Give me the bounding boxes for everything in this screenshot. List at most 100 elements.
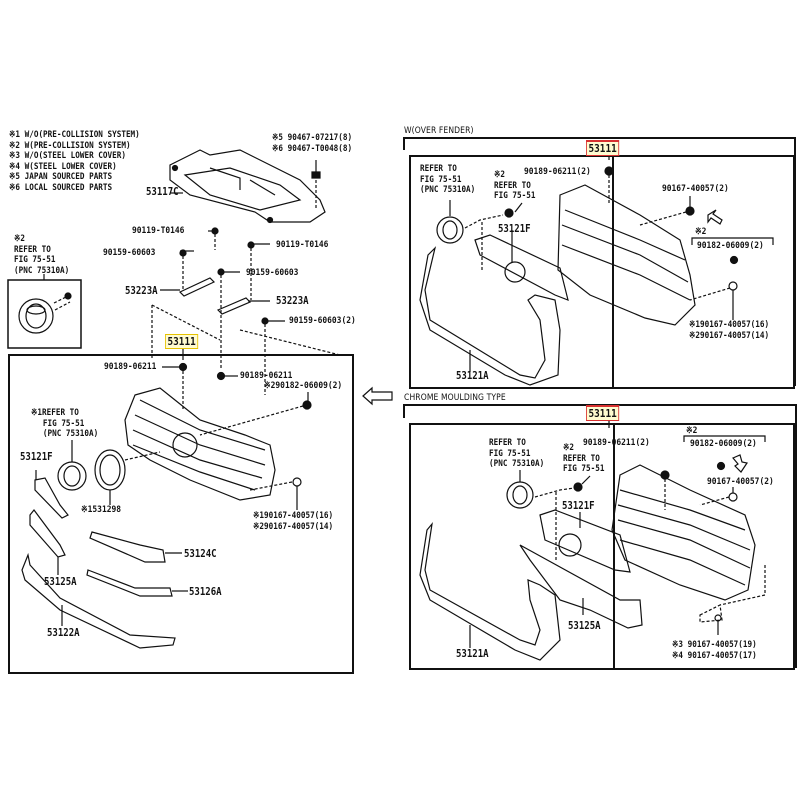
part-clip-2-fender[interactable]: 90182-06009(2) <box>697 241 764 251</box>
ref-line[interactable]: FIG 75-51 <box>42 418 85 429</box>
part-nut-2[interactable]: 90189-06211 <box>240 371 293 381</box>
chrome-emblem-ref: REFER TO FIG 75-51 (PNC 75310A) <box>489 438 544 470</box>
moulding-53121F-chrome-drawing <box>539 509 631 573</box>
main-panel-frame <box>8 354 354 674</box>
part-screw-3[interactable]: 90159-60603(2) <box>289 316 356 326</box>
part-53122A[interactable]: 53122A <box>47 626 80 639</box>
ref-line[interactable]: REFER TO <box>14 244 51 255</box>
part-53117C[interactable]: 53117C <box>146 185 179 198</box>
part-53111-main[interactable]: 53111 <box>165 334 199 349</box>
part-clip-top-fender[interactable]: 90167-40057(2) <box>662 184 729 194</box>
chrome-sensor-ref: ※2 REFER TO FIG 75-51 <box>563 443 604 475</box>
bumper-trim-53121A-chrome-drawing <box>419 521 561 661</box>
part-53121A-fender[interactable]: 53121A <box>456 369 489 382</box>
section-title-chrome: CHROME MOULDING TYPE <box>404 393 506 403</box>
ref-line[interactable]: (PNC 75310A) <box>420 185 476 195</box>
emblem-ref-note: ※2 REFER TO FIG 75-51 (PNC 75310A) <box>14 234 69 276</box>
ref-line[interactable]: ※1REFER TO <box>31 408 79 418</box>
ref-line[interactable]: FIG 75-51 <box>494 191 536 201</box>
fender-sensor-ref: ※2 REFER TO FIG 75-51 <box>494 170 535 202</box>
ref-line[interactable]: FIG 75-51 <box>489 448 531 459</box>
part-53121A-chrome[interactable]: 53121A <box>456 647 489 660</box>
part-nut-1[interactable]: 90189-06211 <box>104 362 157 372</box>
legend-item: ※1 W/O(PRE-COLLISION SYSTEM) <box>9 130 140 140</box>
part-nut-chrome[interactable]: 90189-06211(2) <box>583 438 650 448</box>
legend-item: ※6 LOCAL SOURCED PARTS <box>9 182 113 193</box>
fender-direction-arrow <box>707 209 723 225</box>
part-screw-1[interactable]: 90159-60603 <box>103 248 156 258</box>
note-marker-fender: ※2 <box>695 227 707 237</box>
clip-label[interactable]: ※290167-40057(14) <box>689 330 770 341</box>
fastener-label[interactable]: ※5 90467-07217(8) <box>272 133 353 143</box>
ref-line[interactable]: REFER TO <box>489 438 526 448</box>
under-cover-drawing <box>169 149 326 223</box>
clip-label[interactable]: ※4 90167-40057(17) <box>672 650 757 661</box>
legend: ※1 W/O(PRE-COLLISION SYSTEM) ※2 W(PRE-CO… <box>9 130 140 193</box>
part-53125A-main[interactable]: 53125A <box>44 575 77 588</box>
fastener-label[interactable]: ※6 90467-T0048(8) <box>272 143 353 154</box>
part-bolt-1[interactable]: 90119-T0146 <box>132 226 185 236</box>
ref-line[interactable]: FIG 75-51 <box>563 464 605 474</box>
cover-fasteners: ※5 90467-07217(8) ※6 90467-T0048(8) <box>272 133 352 154</box>
note-marker: ※2 <box>494 170 506 180</box>
part-53124C[interactable]: 53124C <box>184 547 217 560</box>
ref-line[interactable]: (PNC 75310A) <box>489 459 545 469</box>
part-clip-2-chrome[interactable]: 90182-06009(2) <box>690 439 757 449</box>
note-marker-chrome: ※2 <box>686 426 698 436</box>
section-title-over-fender: W(OVER FENDER) <box>404 126 474 136</box>
grille-drawing <box>124 387 276 501</box>
ref-line[interactable]: FIG 75-51 <box>14 255 56 265</box>
part-53121F-main[interactable]: 53121F <box>20 450 53 463</box>
bumper-trim-53121A-drawing <box>419 246 561 386</box>
note-marker: ※2 <box>563 443 575 453</box>
part-53126A[interactable]: 53126A <box>189 585 222 598</box>
part-53125A-chrome[interactable]: 53125A <box>568 619 601 632</box>
grille-chrome-drawing <box>611 464 756 601</box>
fender-emblem-ref: REFER TO FIG 75-51 (PNC 75310A) <box>420 164 475 196</box>
fender-clips-bottom: ※190167-40057(16) ※290167-40057(14) <box>689 320 769 341</box>
part-53111-chrome[interactable]: 53111 <box>586 405 620 421</box>
bracket-left-drawing <box>178 277 216 297</box>
chrome-direction-arrow <box>732 454 748 473</box>
lower-53125A-chrome-drawing <box>519 544 643 629</box>
part-bracket-2[interactable]: 53223A <box>276 294 309 307</box>
note-marker: ※2 <box>14 234 26 244</box>
part-bolt-2[interactable]: 90119-T0146 <box>276 240 329 250</box>
clip-label[interactable]: ※190167-40057(16) <box>689 320 770 330</box>
main-clips-bottom: ※190167-40057(16) ※290167-40057(14) <box>253 511 333 532</box>
part-53111-over-fender[interactable]: 53111 <box>586 140 620 156</box>
part-ring[interactable]: ※1531298 <box>81 505 122 515</box>
part-53121F-fender[interactable]: 53121F <box>498 222 531 235</box>
ref-line[interactable]: FIG 75-51 <box>420 174 462 185</box>
part-clip-top-chrome[interactable]: 90167-40057(2) <box>707 477 774 487</box>
moulding-53121F-drawing <box>34 477 69 519</box>
trim-53126A-drawing <box>86 569 173 597</box>
moulding-53121F-fender-drawing <box>474 234 569 301</box>
ref-line[interactable]: REFER TO <box>494 180 531 191</box>
toyota-emblem-drawing <box>18 298 54 334</box>
ref-line[interactable]: REFER TO <box>420 164 457 174</box>
trim-53124C-drawing <box>89 531 166 563</box>
bracket-right-drawing <box>216 297 252 315</box>
direction-arrow <box>362 386 393 406</box>
lower-moulding-drawing <box>29 509 66 558</box>
legend-item: ※2 W(PRE-COLLISION SYSTEM) <box>9 140 131 151</box>
legend-item: ※3 W/O(STEEL LOWER COVER) <box>9 151 126 161</box>
part-clip-1[interactable]: ※290182-06009(2) <box>264 381 343 391</box>
clip-label[interactable]: ※290167-40057(14) <box>253 521 334 532</box>
part-53121F-chrome[interactable]: 53121F <box>562 499 595 512</box>
legend-item: ※5 JAPAN SOURCED PARTS <box>9 172 113 182</box>
clip-label[interactable]: ※3 90167-40057(19) <box>672 640 757 650</box>
ref-line[interactable]: (PNC 75310A) <box>14 265 70 276</box>
part-nut-fender[interactable]: 90189-06211(2) <box>524 167 591 177</box>
legend-item: ※4 W(STEEL LOWER COVER) <box>9 161 117 172</box>
chrome-clips-bottom: ※3 90167-40057(19) ※4 90167-40057(17) <box>672 640 757 661</box>
part-screw-2[interactable]: 90159-60603 <box>246 268 299 278</box>
ref-line[interactable]: REFER TO <box>563 453 600 464</box>
part-bracket-1[interactable]: 53223A <box>125 284 158 297</box>
main-emblem-ref: ※1REFER TO FIG 75-51 (PNC 75310A) <box>31 408 98 440</box>
trim-53122A-drawing <box>21 552 176 649</box>
ref-line[interactable]: (PNC 75310A) <box>42 429 99 439</box>
clip-label[interactable]: ※190167-40057(16) <box>253 511 334 521</box>
